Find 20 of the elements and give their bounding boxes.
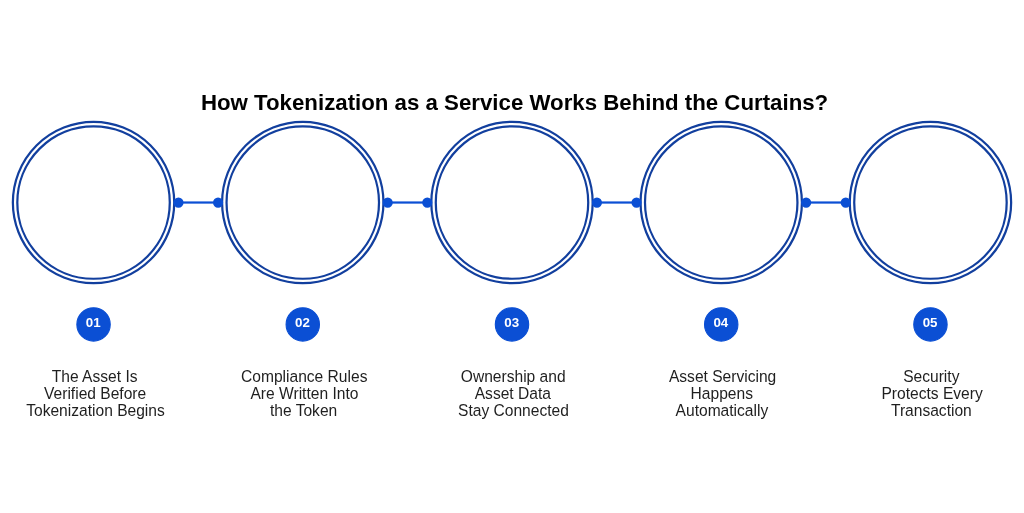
node-label: Compliance Rules Are Written Into the Token: [241, 368, 368, 419]
node-circle: 04: [703, 307, 739, 342]
node-circle: 01: [76, 307, 111, 342]
connector: [801, 197, 851, 208]
connector: [173, 197, 224, 208]
node-label: The Asset Is Verified Before Tokenization Begins: [26, 368, 165, 419]
node-circle: [220, 120, 385, 285]
connector: [382, 197, 433, 208]
node-circle: [639, 120, 804, 285]
node-circle: [430, 120, 594, 285]
node-circle: [11, 120, 176, 285]
node-circle: 03: [494, 307, 530, 342]
diagram-title: How Tokenization as a Service Works Behind the Curtains?: [200, 89, 829, 115]
node-circle: 05: [913, 307, 948, 342]
connector: [591, 197, 642, 208]
node-label: Asset Servicing Happens Automatically: [668, 368, 777, 419]
node-label: Ownership and Asset Data Stay Connected: [458, 368, 569, 419]
node-circle: [848, 120, 1013, 285]
node-circle: 02: [285, 307, 321, 342]
node-label: Security Protects Every Transaction: [881, 368, 983, 419]
